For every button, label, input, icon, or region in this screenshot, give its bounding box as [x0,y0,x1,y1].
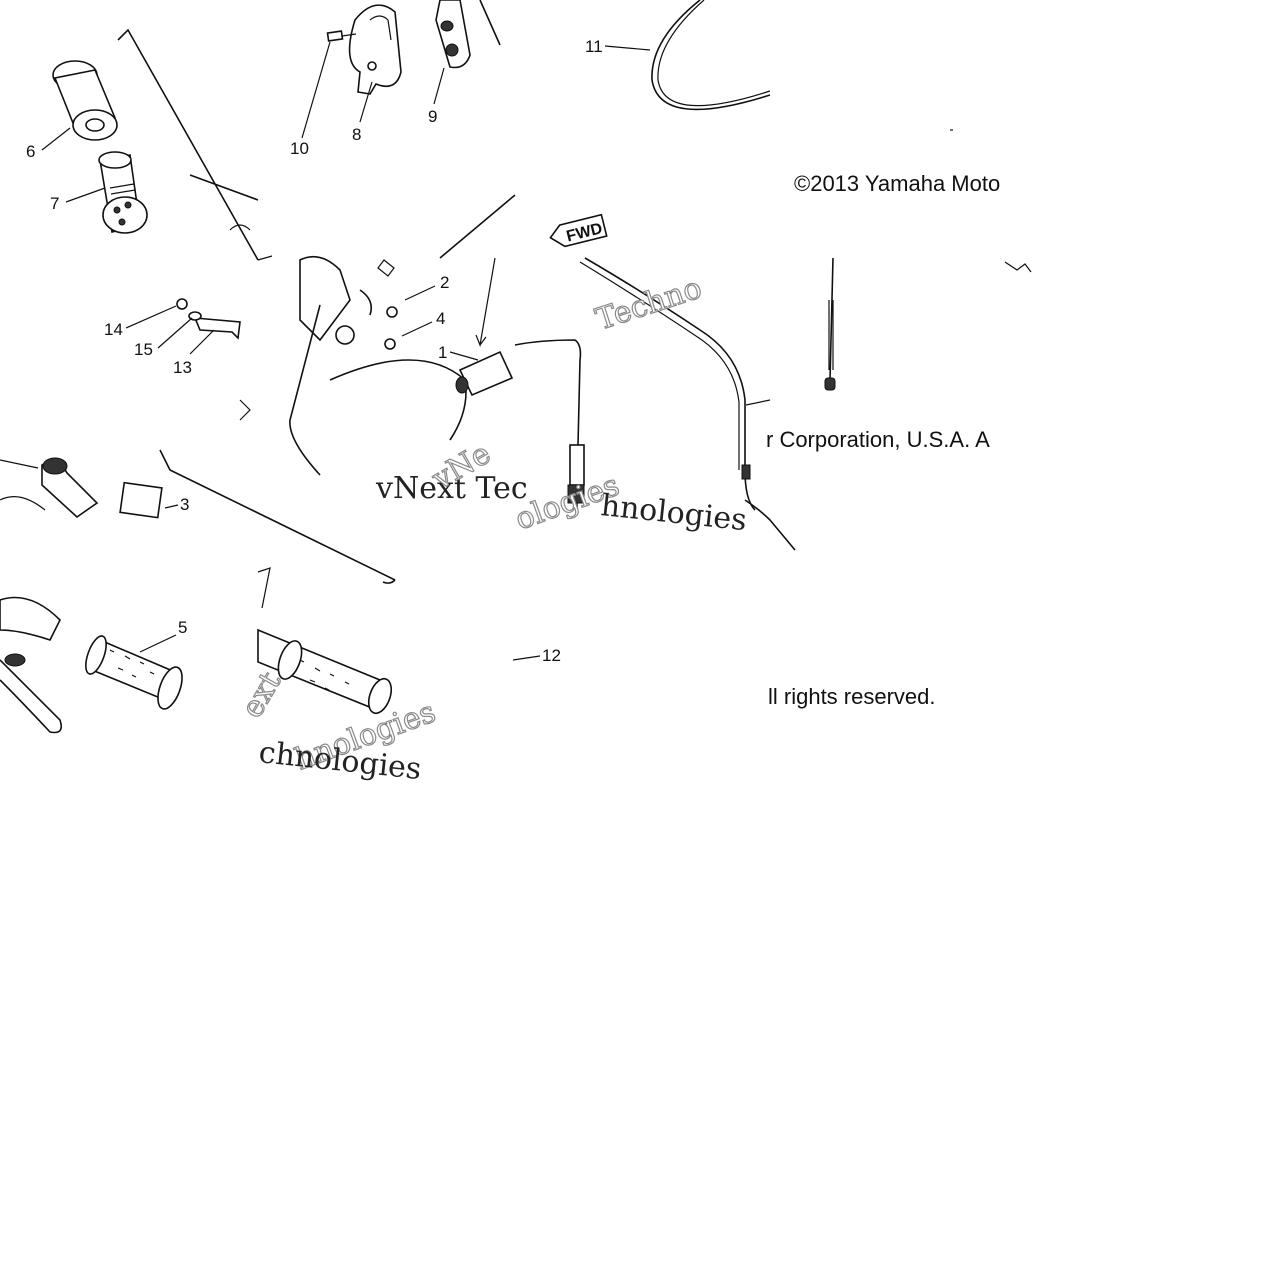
tile-switch: 2 4 1 vNext Tec vNe [257,255,528,506]
handlebar-outline [479,0,501,46]
cable-bolt [744,499,796,551]
cable-end-wire [829,257,834,381]
throttle-cable-11 [651,0,771,111]
handlebar-outline [439,194,516,259]
copyright-line-1: ©2013 Yamaha Moto [794,171,1000,196]
callout-11: 11 [585,37,603,56]
right-grip [257,628,393,715]
handlebar-outline [159,449,396,581]
switch-body [299,255,351,342]
callout-12: 12 [542,646,561,665]
clutch-lever [0,659,63,734]
handlebar-outline [382,579,396,584]
bolt-14 [176,298,188,310]
tile-cable-fwd: FWD Techno ologies hnologies [510,213,771,538]
callout-10: 10 [290,139,309,158]
copyright-line-2: r Corporation, U.S.A. A [766,427,990,452]
throttle-tube-7 [98,151,148,234]
callout-15: 15 [134,340,153,359]
callout-2: 2 [440,273,449,292]
grip-5 [85,635,183,710]
callout-7: 7 [50,194,59,213]
watermark-chnologies: chnologies [257,735,423,787]
housing-8 [348,4,402,95]
handlebar-outline [189,174,259,201]
cover-9 [435,0,471,69]
tile-left-grip: 5 [0,596,187,734]
callout-6: 6 [26,142,35,161]
lever-3 [119,481,163,519]
fwd-tag: FWD [549,213,608,248]
copyright-line-3: ll rights reserved. [768,684,936,709]
callout-13: 13 [173,358,192,377]
tile-throttle-grip: 6 7 [26,28,259,261]
wire-loop [289,304,321,476]
handlebar-outline [229,224,251,231]
bolt-2-head [386,306,398,318]
watermark-vnext-tec: vNext Tec [375,471,528,506]
switch-1 [455,350,514,397]
bolt-2 [377,259,395,277]
bracket-13 [193,317,241,340]
watermark-hnologies: hnologies [599,488,748,538]
callout-3: 3 [180,495,189,514]
wire-loop [329,359,467,441]
callout-1: 1 [438,343,447,362]
watermark-techno: Techno [592,271,706,338]
nut-4 [384,338,396,350]
tile-harness: 12 ll rights reserved. [512,646,936,709]
callout-8: 8 [352,125,361,144]
cable-right [584,257,756,511]
tile-throttle-cable: 11 ©2013 Yamaha Moto [585,0,1000,196]
tile-choke-bracket: 14 15 13 3 [0,298,396,584]
tile-cable-end: r Corporation, U.S.A. A [744,257,1032,551]
grip-6 [52,60,118,141]
tile-right-grip: ext hnologies chnologies [234,567,441,787]
callout-5: 5 [178,618,187,637]
cable-left [514,339,582,446]
left-grip-end [41,457,99,519]
callout-14: 14 [104,320,123,339]
screw-10 [326,30,357,42]
lever-perch [0,596,61,641]
callout-4: 4 [436,309,445,328]
callout-9: 9 [428,107,437,126]
cable-adjuster-nut [567,484,585,504]
tile-throttle-housing: 10 8 9 [290,0,516,259]
